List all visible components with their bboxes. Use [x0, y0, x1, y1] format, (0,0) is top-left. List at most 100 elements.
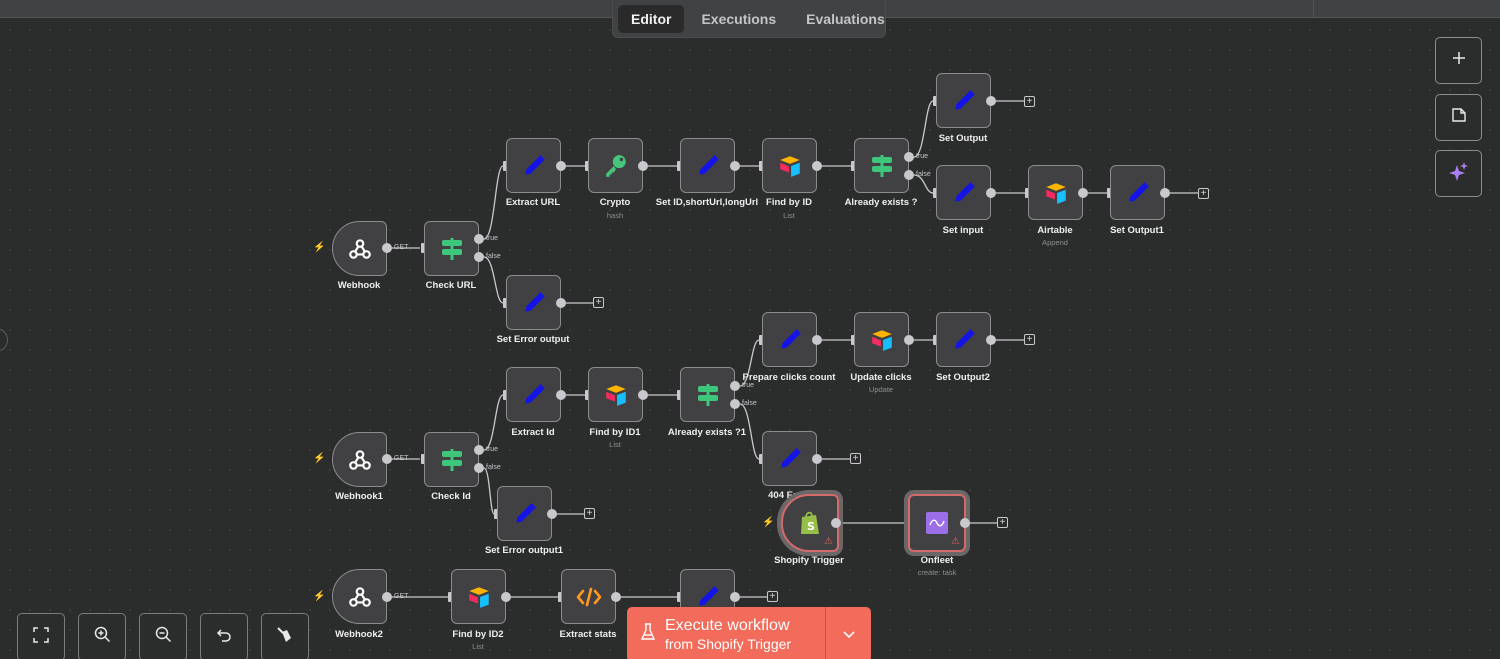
add-node-plus-icon[interactable]: + — [1024, 96, 1035, 107]
node-airtable[interactable] — [1028, 165, 1083, 220]
add-node-plus-icon[interactable]: + — [767, 591, 778, 602]
sticky-note-button[interactable] — [1435, 94, 1482, 141]
input-handle[interactable] — [503, 298, 508, 308]
node-set-error-output1[interactable] — [497, 486, 552, 541]
input-handle[interactable] — [905, 518, 910, 528]
node-set-output[interactable] — [936, 73, 991, 128]
node-find-by-id1[interactable] — [588, 367, 643, 422]
output-handle-true[interactable] — [474, 234, 484, 244]
output-handle[interactable] — [730, 161, 740, 171]
output-handle[interactable] — [986, 188, 996, 198]
output-handle[interactable] — [960, 518, 970, 528]
output-handle[interactable] — [501, 592, 511, 602]
node-find-by-id[interactable] — [762, 138, 817, 193]
tab-evaluations[interactable]: Evaluations — [806, 10, 885, 27]
node-extract-id[interactable] — [506, 367, 561, 422]
input-handle[interactable] — [503, 161, 508, 171]
zoom-in-button[interactable] — [78, 613, 126, 659]
node-check-url[interactable] — [424, 221, 479, 276]
input-handle[interactable] — [585, 390, 590, 400]
node-already-exists[interactable] — [854, 138, 909, 193]
node-webhook1[interactable] — [332, 432, 387, 487]
zoom-out-button[interactable] — [139, 613, 187, 659]
output-handle[interactable] — [986, 96, 996, 106]
tidy-up-button[interactable] — [261, 613, 309, 659]
node-extract-stats[interactable] — [561, 569, 616, 624]
node-check-id[interactable] — [424, 432, 479, 487]
node-set-id[interactable] — [680, 138, 735, 193]
output-handle[interactable] — [611, 592, 621, 602]
output-handle[interactable] — [812, 335, 822, 345]
input-handle[interactable] — [851, 335, 856, 345]
input-handle[interactable] — [585, 161, 590, 171]
output-handle[interactable] — [638, 390, 648, 400]
input-handle[interactable] — [421, 454, 426, 464]
output-handle-true[interactable] — [730, 381, 740, 391]
input-handle[interactable] — [448, 592, 453, 602]
tab-editor[interactable]: Editor — [618, 4, 685, 33]
execute-options-dropdown[interactable] — [826, 607, 871, 659]
input-handle[interactable] — [677, 592, 682, 602]
output-handle-false[interactable] — [474, 252, 484, 262]
output-handle[interactable] — [556, 390, 566, 400]
output-handle-false[interactable] — [730, 399, 740, 409]
add-node-plus-icon[interactable]: + — [1198, 188, 1209, 199]
input-handle[interactable] — [759, 454, 764, 464]
node-prepare-clicks-count[interactable] — [762, 312, 817, 367]
output-handle[interactable] — [638, 161, 648, 171]
node-set-input[interactable] — [936, 165, 991, 220]
output-handle-true[interactable] — [904, 152, 914, 162]
ai-assistant-button[interactable] — [1435, 150, 1482, 197]
node-shopify-trigger[interactable]: S ⚠ — [781, 494, 839, 552]
input-handle[interactable] — [851, 161, 856, 171]
input-handle[interactable] — [1107, 188, 1112, 198]
output-handle-false[interactable] — [904, 170, 914, 180]
output-handle[interactable] — [556, 298, 566, 308]
output-handle[interactable] — [812, 161, 822, 171]
node-already-exists1[interactable] — [680, 367, 735, 422]
input-handle[interactable] — [677, 161, 682, 171]
output-handle[interactable] — [547, 509, 557, 519]
output-handle[interactable] — [382, 454, 392, 464]
reset-zoom-button[interactable] — [200, 613, 248, 659]
node-set-error-output[interactable] — [506, 275, 561, 330]
node-extract-url[interactable] — [506, 138, 561, 193]
execute-workflow-button[interactable]: Execute workflow from Shopify Trigger — [627, 607, 871, 659]
output-handle[interactable] — [556, 161, 566, 171]
input-handle[interactable] — [933, 335, 938, 345]
output-handle[interactable] — [812, 454, 822, 464]
input-handle[interactable] — [558, 592, 563, 602]
node-404-error[interactable] — [762, 431, 817, 486]
output-handle[interactable] — [382, 243, 392, 253]
input-handle[interactable] — [933, 188, 938, 198]
add-node-plus-icon[interactable]: + — [850, 453, 861, 464]
output-handle-true[interactable] — [474, 445, 484, 455]
output-handle[interactable] — [831, 518, 841, 528]
execute-workflow-main[interactable]: Execute workflow from Shopify Trigger — [627, 607, 825, 659]
node-webhook[interactable] — [332, 221, 387, 276]
add-node-button[interactable] — [1435, 37, 1482, 84]
add-node-plus-icon[interactable]: + — [584, 508, 595, 519]
input-handle[interactable] — [759, 161, 764, 171]
node-crypto[interactable] — [588, 138, 643, 193]
node-find-by-id2[interactable] — [451, 569, 506, 624]
input-handle[interactable] — [1025, 188, 1030, 198]
output-handle[interactable] — [1078, 188, 1088, 198]
output-handle[interactable] — [904, 335, 914, 345]
input-handle[interactable] — [503, 390, 508, 400]
output-handle[interactable] — [986, 335, 996, 345]
fit-view-button[interactable] — [17, 613, 65, 659]
node-update-clicks[interactable] — [854, 312, 909, 367]
tab-executions[interactable]: Executions — [701, 10, 777, 27]
input-handle[interactable] — [421, 243, 426, 253]
output-handle[interactable] — [382, 592, 392, 602]
input-handle[interactable] — [494, 509, 499, 519]
input-handle[interactable] — [759, 335, 764, 345]
node-set-output2[interactable] — [936, 312, 991, 367]
node-onfleet[interactable]: ⚠ — [908, 494, 966, 552]
output-handle-false[interactable] — [474, 463, 484, 473]
add-node-plus-icon[interactable]: + — [1024, 334, 1035, 345]
input-handle[interactable] — [933, 96, 938, 106]
output-handle[interactable] — [1160, 188, 1170, 198]
add-node-plus-icon[interactable]: + — [593, 297, 604, 308]
